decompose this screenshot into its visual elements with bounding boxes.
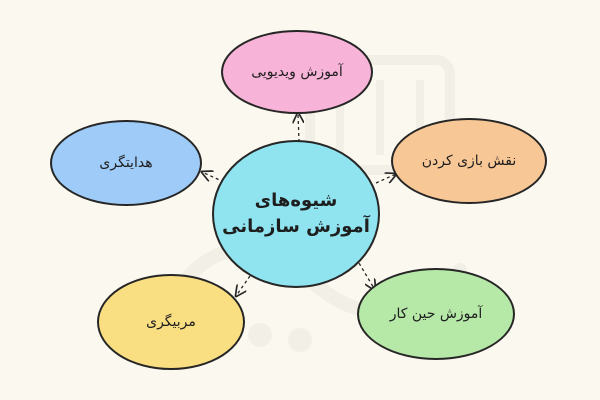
node-video-training-label: آموزش ویدیویی [251, 63, 343, 80]
connector-coaching [236, 275, 251, 296]
node-role-playing: نقش بازی کردن [391, 118, 547, 204]
center-title-line1: شیوه‌های [254, 189, 338, 211]
node-role-playing-label: نقش بازی کردن [421, 152, 517, 169]
node-coaching-label: مربیگری [146, 313, 196, 330]
center-node: شیوه‌های آموزش سازمانی [212, 140, 380, 288]
node-mentoring-label: هدایتگری [99, 154, 153, 171]
node-mentoring: هدایتگری [50, 120, 202, 206]
node-on-the-job-training: آموزش حین کار [357, 268, 515, 360]
node-video-training: آموزش ویدیویی [221, 30, 373, 114]
connector-mentoring [202, 172, 225, 183]
center-title-line2: آموزش سازمانی [222, 216, 370, 237]
node-coaching: مربیگری [97, 274, 245, 370]
connector-onthejob [355, 257, 375, 290]
node-on-the-job-training-label: آموزش حین کار [389, 305, 483, 322]
connector-video [298, 113, 299, 143]
connector-roleplay [375, 174, 396, 183]
